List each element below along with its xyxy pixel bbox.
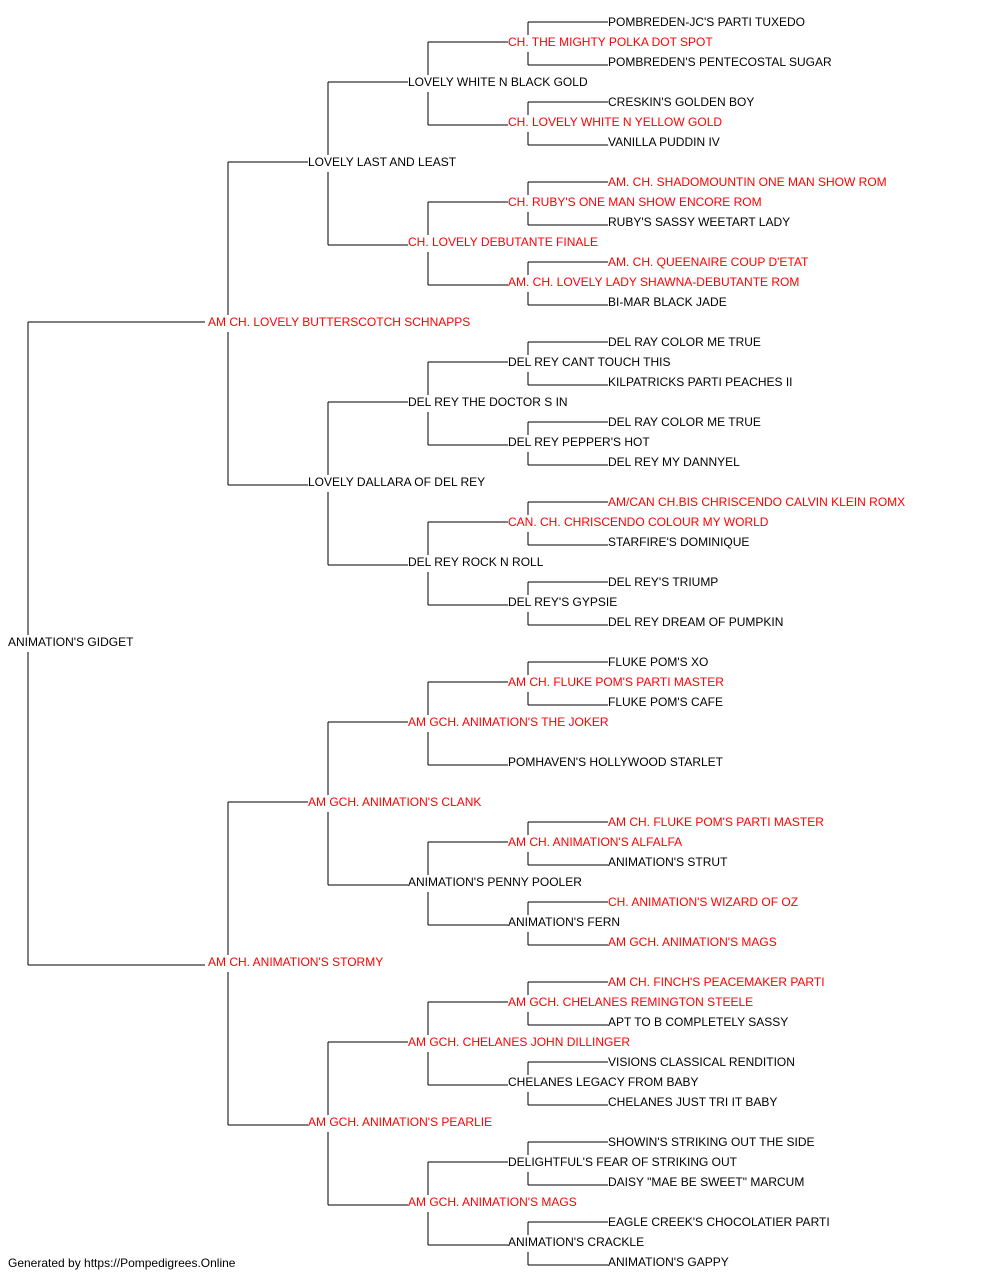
ancestor-name-gen5: DEL REY MY DANNYEL [608, 455, 740, 469]
ancestor-name-gen1: AM CH. ANIMATION'S STORMY [208, 955, 383, 969]
ancestor-name-gen4: DEL REY PEPPER'S HOT [508, 435, 650, 449]
ancestor-name-gen3: AM GCH. ANIMATION'S THE JOKER [408, 715, 609, 729]
ancestor-name-gen5: BI-MAR BLACK JADE [608, 295, 727, 309]
ancestor-name-gen1: AM CH. LOVELY BUTTERSCOTCH SCHNAPPS [208, 315, 470, 329]
ancestor-name-gen5: STARFIRE'S DOMINIQUE [608, 535, 749, 549]
ancestor-name-gen5: DEL RAY COLOR ME TRUE [608, 415, 761, 429]
ancestor-name-gen5: ANIMATION'S GAPPY [608, 1255, 729, 1269]
ancestor-name-gen2: AM GCH. ANIMATION'S PEARLIE [308, 1115, 492, 1129]
ancestor-name-gen4: ANIMATION'S FERN [508, 915, 620, 929]
ancestor-name-gen2: AM GCH. ANIMATION'S CLANK [308, 795, 481, 809]
ancestor-name-gen4: CH. RUBY'S ONE MAN SHOW ENCORE ROM [508, 195, 762, 209]
ancestor-name-gen4: DELIGHTFUL'S FEAR OF STRIKING OUT [508, 1155, 738, 1169]
ancestor-name-gen4: CH. LOVELY WHITE N YELLOW GOLD [508, 115, 722, 129]
ancestor-name-gen5: VANILLA PUDDIN IV [608, 135, 720, 149]
ancestor-name-gen2: LOVELY DALLARA OF DEL REY [308, 475, 485, 489]
ancestor-name-gen4: AM. CH. LOVELY LADY SHAWNA-DEBUTANTE ROM [508, 275, 799, 289]
ancestor-name-gen5: AM/CAN CH.BIS CHRISCENDO CALVIN KLEIN RO… [608, 495, 905, 509]
ancestor-name-gen5: CHELANES JUST TRI IT BABY [608, 1095, 777, 1109]
ancestor-name-gen4: DEL REY'S GYPSIE [508, 595, 617, 609]
ancestor-name-gen5: CH. ANIMATION'S WIZARD OF OZ [608, 895, 798, 909]
ancestor-name-gen3: ANIMATION'S PENNY POOLER [408, 875, 582, 889]
ancestor-name-gen4: CHELANES LEGACY FROM BABY [508, 1075, 699, 1089]
ancestor-name-gen5: DAISY "MAE BE SWEET" MARCUM [608, 1175, 804, 1189]
subject-dog-name: ANIMATION'S GIDGET [8, 635, 134, 649]
ancestor-name-gen4: AM CH. ANIMATION'S ALFALFA [508, 835, 682, 849]
ancestor-name-gen3: AM GCH. CHELANES JOHN DILLINGER [408, 1035, 630, 1049]
ancestor-name-gen5: ANIMATION'S STRUT [608, 855, 728, 869]
ancestor-name-gen5: DEL RAY COLOR ME TRUE [608, 335, 761, 349]
ancestor-name-gen4: CAN. CH. CHRISCENDO COLOUR MY WORLD [508, 515, 769, 529]
ancestor-name-gen2: LOVELY LAST AND LEAST [308, 155, 457, 169]
ancestor-name-gen4: AM CH. FLUKE POM'S PARTI MASTER [508, 675, 724, 689]
ancestor-name-gen5: AM. CH. QUEENAIRE COUP D'ETAT [608, 255, 809, 269]
ancestor-name-gen5: KILPATRICKS PARTI PEACHES II [608, 375, 793, 389]
ancestor-name-gen5: DEL REY DREAM OF PUMPKIN [608, 615, 783, 629]
ancestor-name-gen5: AM. CH. SHADOMOUNTIN ONE MAN SHOW ROM [608, 175, 887, 189]
ancestor-name-gen4: DEL REY CANT TOUCH THIS [508, 355, 671, 369]
ancestor-name-gen3: AM GCH. ANIMATION'S MAGS [408, 1195, 577, 1209]
ancestor-name-gen4: AM GCH. CHELANES REMINGTON STEELE [508, 995, 753, 1009]
ancestor-name-gen5: POMBREDEN'S PENTECOSTAL SUGAR [608, 55, 832, 69]
ancestor-name-gen5: RUBY'S SASSY WEETART LADY [608, 215, 790, 229]
ancestor-name-gen4: POMHAVEN'S HOLLYWOOD STARLET [508, 755, 724, 769]
ancestor-name-gen3: DEL REY THE DOCTOR S IN [408, 395, 568, 409]
ancestor-name-gen5: FLUKE POM'S XO [608, 655, 708, 669]
ancestor-name-gen5: POMBREDEN-JC'S PARTI TUXEDO [608, 15, 805, 29]
ancestor-name-gen5: AM CH. FINCH'S PEACEMAKER PARTI [608, 975, 825, 989]
ancestor-name-gen5: DEL REY'S TRIUMP [608, 575, 718, 589]
ancestor-name-gen5: AM CH. FLUKE POM'S PARTI MASTER [608, 815, 824, 829]
ancestor-name-gen3: CH. LOVELY DEBUTANTE FINALE [408, 235, 598, 249]
ancestor-name-gen5: EAGLE CREEK'S CHOCOLATIER PARTI [608, 1215, 830, 1229]
ancestor-name-gen5: AM GCH. ANIMATION'S MAGS [608, 935, 777, 949]
ancestor-name-gen4: ANIMATION'S CRACKLE [508, 1235, 644, 1249]
ancestor-name-gen5: SHOWIN'S STRIKING OUT THE SIDE [608, 1135, 815, 1149]
ancestor-name-gen4: CH. THE MIGHTY POLKA DOT SPOT [508, 35, 713, 49]
ancestor-name-gen5: VISIONS CLASSICAL RENDITION [608, 1055, 795, 1069]
ancestor-name-gen3: DEL REY ROCK N ROLL [408, 555, 544, 569]
ancestor-name-gen5: FLUKE POM'S CAFE [608, 695, 723, 709]
ancestor-name-gen3: LOVELY WHITE N BLACK GOLD [408, 75, 588, 89]
generated-by-footer: Generated by https://Pompedigrees.Online [8, 1256, 236, 1270]
ancestor-name-gen5: CRESKIN'S GOLDEN BOY [608, 95, 754, 109]
ancestor-name-gen5: APT TO B COMPLETELY SASSY [608, 1015, 788, 1029]
